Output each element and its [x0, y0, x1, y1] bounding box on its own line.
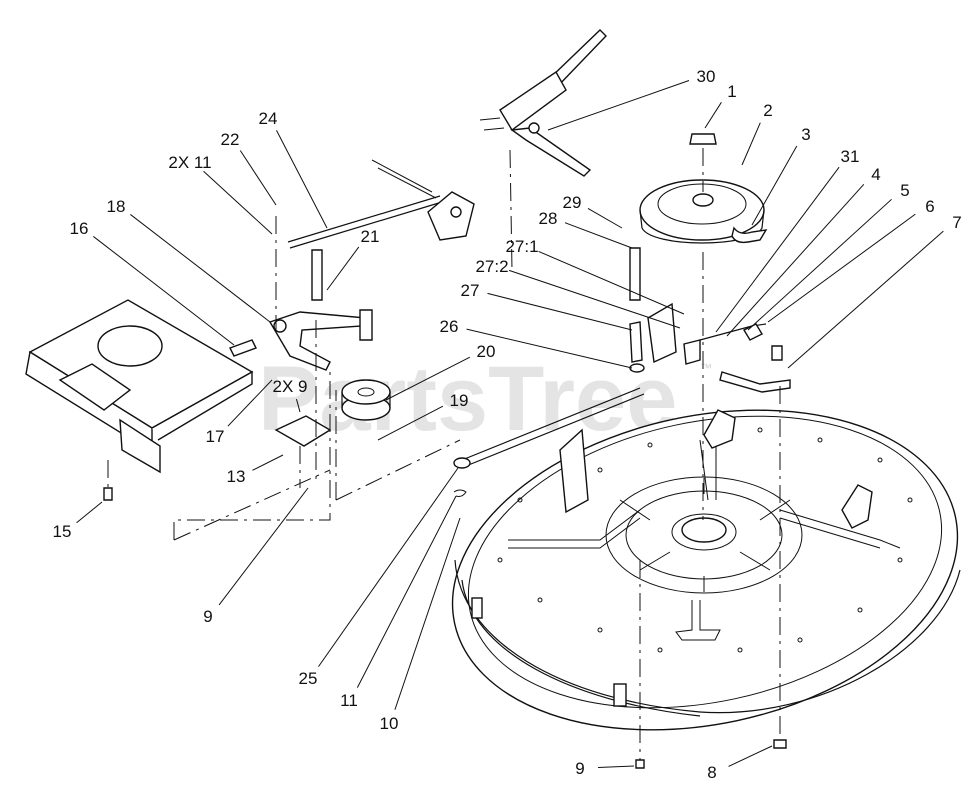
- callout-label-c6: 6: [925, 197, 934, 216]
- callout-label-c13: 13: [227, 467, 246, 486]
- leader-line-c26: [466, 328, 633, 369]
- callout-label-c19: 19: [450, 391, 469, 410]
- callout-label-c4: 4: [871, 165, 880, 184]
- callout-label-c2x11: 2X 11: [168, 153, 211, 172]
- leader-line-c9a: [218, 487, 309, 606]
- callout-label-c2: 2: [763, 101, 772, 120]
- leader-line-c2x9: [295, 398, 301, 413]
- callout-label-c29: 29: [563, 193, 582, 212]
- leader-line-c2: [741, 122, 761, 166]
- callout-label-c31: 31: [841, 147, 860, 166]
- callout-label-c7: 7: [952, 213, 961, 232]
- leader-line-c8: [728, 745, 773, 767]
- leader-line-c5: [747, 198, 892, 331]
- leader-line-c1: [704, 102, 722, 129]
- leader-line-c16: [93, 236, 235, 346]
- callout-label-c1: 1: [727, 82, 736, 101]
- callout-label-c26: 26: [440, 317, 459, 336]
- leader-line-c31: [715, 166, 840, 333]
- callout-label-c18: 18: [107, 197, 126, 216]
- leader-line-c30: [547, 80, 690, 131]
- callout-label-c2x9: 2X 9: [273, 377, 308, 396]
- leader-line-c27: [487, 292, 633, 331]
- callout-label-c9b: 9: [575, 759, 584, 778]
- watermark-trademark: ™: [700, 361, 712, 375]
- leader-line-c21: [326, 246, 360, 291]
- mount-plate: [25, 299, 254, 501]
- leader-line-c29: [587, 208, 623, 229]
- callout-label-c27_1: 27:1: [505, 237, 538, 256]
- leader-line-c25: [318, 467, 459, 667]
- callout-label-c27_2: 27:2: [475, 257, 508, 276]
- leader-line-c4: [726, 183, 865, 337]
- cable-25: [461, 387, 645, 467]
- callout-label-c15: 15: [53, 522, 72, 541]
- leader-line-c20: [385, 356, 471, 401]
- callout-label-c10: 10: [380, 714, 399, 733]
- belt-guide: [731, 226, 768, 244]
- callout-label-c25: 25: [299, 669, 318, 688]
- callout-label-c9a: 9: [203, 607, 212, 626]
- idler-pulley: [341, 379, 391, 421]
- leader-line-c17: [227, 379, 273, 427]
- leader-line-c27_1: [538, 250, 685, 315]
- leader-line-c13: [252, 454, 284, 471]
- leader-line-c10: [394, 517, 461, 710]
- leader-line-c18: [130, 214, 271, 323]
- callout-label-c27: 27: [461, 281, 480, 300]
- callout-label-c30: 30: [697, 67, 716, 86]
- idler-arm: [229, 249, 373, 371]
- callout-label-c3: 3: [801, 125, 810, 144]
- callout-label-c21: 21: [361, 227, 380, 246]
- callout-label-c8: 8: [707, 763, 716, 782]
- leader-line-c19: [377, 405, 444, 441]
- mower-deck: [451, 409, 961, 731]
- right-bracket: [629, 247, 701, 373]
- callout-label-c11: 11: [340, 691, 358, 710]
- leader-line-c3: [751, 145, 798, 226]
- leader-line-c11: [356, 495, 457, 688]
- leader-line-c15: [76, 501, 103, 524]
- callout-label-c22: 22: [221, 130, 240, 149]
- small-bracket: [371, 159, 475, 241]
- leader-line-c24: [276, 130, 328, 229]
- callout-label-c17: 17: [206, 427, 225, 446]
- leader-line-c28: [564, 222, 633, 249]
- callout-label-c28: 28: [539, 209, 558, 228]
- callout-label-c16: 16: [70, 219, 89, 238]
- leader-line-c9b: [597, 765, 635, 768]
- leader-line-c22: [239, 150, 277, 206]
- leader-line-c27_2: [508, 269, 681, 329]
- leader-line-c7: [787, 230, 944, 369]
- lift-lever: [479, 29, 607, 271]
- linkage: [719, 323, 791, 749]
- callout-label-c5: 5: [900, 181, 909, 200]
- callout-label-c20: 20: [477, 342, 496, 361]
- leader-line-c2x11: [203, 170, 273, 235]
- callout-label-c24: 24: [259, 109, 278, 128]
- leader-line-c6: [767, 213, 916, 323]
- rod-24: [287, 195, 441, 243]
